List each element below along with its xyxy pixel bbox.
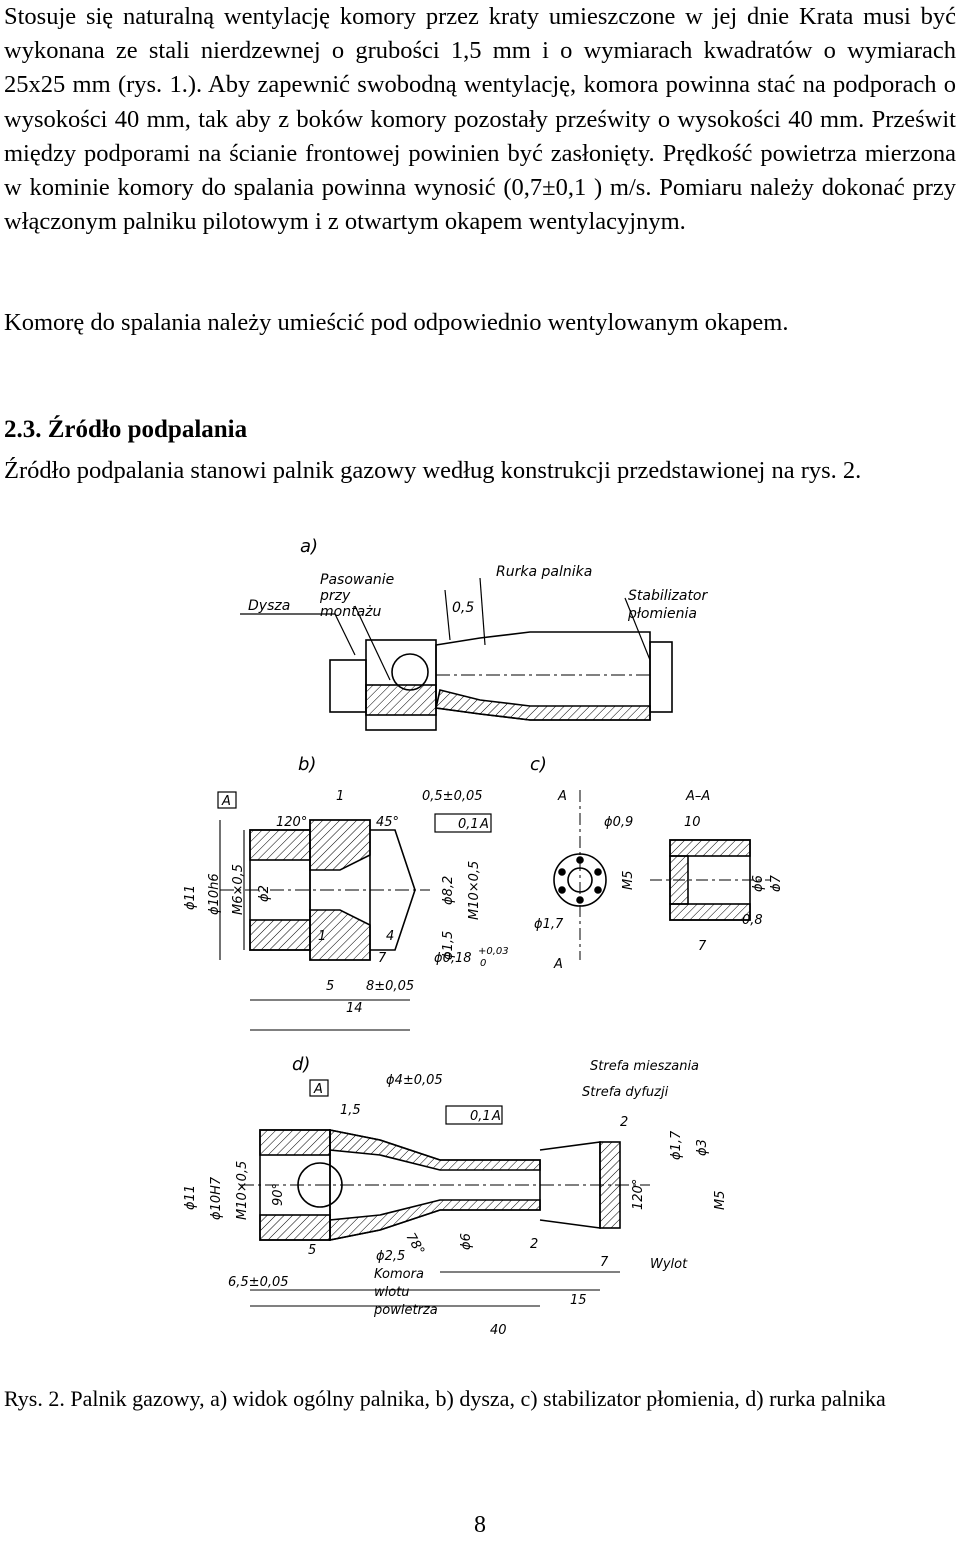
d-powietrza: powietrza — [373, 1303, 438, 1318]
b-dim-8: 8±0,05 — [366, 979, 414, 994]
c-dia-09: ϕ0,9 — [604, 815, 633, 830]
b-dia-82: ϕ8,2 — [441, 876, 456, 905]
d-komora: Komora — [374, 1267, 424, 1282]
panel-b-label: b) — [298, 754, 316, 775]
c-dia-17: ϕ1,7 — [534, 917, 564, 932]
c-dia-7: ϕ7 — [769, 874, 780, 892]
c-section-aa: A–A — [685, 789, 710, 804]
d-dim-5: 5 — [308, 1243, 316, 1258]
c-dim-7: 7 — [698, 939, 707, 954]
label-0-5: 0,5 — [452, 600, 474, 616]
b-dia-11: ϕ11 — [183, 885, 198, 910]
d-dia-4: ϕ4±0,05 — [386, 1073, 443, 1088]
label-rurka-palnika: Rurka palnika — [496, 564, 592, 580]
d-dim-40: 40 — [490, 1323, 507, 1338]
d-strefa-mieszania: Strefa mieszania — [590, 1059, 699, 1074]
b-dim-14: 14 — [346, 1001, 363, 1016]
b-angle-45: 45° — [376, 815, 399, 830]
label-dysza: Dysza — [248, 598, 290, 614]
panel-d-label: d) — [292, 1054, 310, 1075]
panel-b — [217, 791, 492, 1031]
caption-text: Palnik gazowy, a) widok ogólny palnika, … — [70, 1386, 886, 1411]
d-dim-65: 6,5±0,05 — [228, 1275, 289, 1290]
b-m10: M10×0,5 — [467, 861, 482, 920]
d-dim-7: 7 — [600, 1255, 609, 1270]
b-angle-120: 120° — [276, 815, 307, 830]
panel-a — [240, 577, 673, 731]
caption-prefix: Rys. 2. — [4, 1386, 65, 1411]
d-dia-25: ϕ2,5 — [376, 1249, 405, 1264]
panel-c-label: c) — [530, 754, 547, 775]
paragraph-ventilation: Stosuje się naturalną wentylację komory … — [4, 3, 956, 236]
b-tol-01: 0,1 — [458, 817, 479, 832]
b-dia-018: ϕ0,18 — [434, 951, 472, 966]
d-wylot: Wylot — [650, 1257, 688, 1272]
d-m5: M5 — [713, 1191, 728, 1211]
d-tol-ref: A — [491, 1109, 501, 1124]
panel-d-labels: d) Strefa mieszania Strefa dyfuzji A ϕ4±… — [183, 1054, 728, 1338]
page-number: 8 — [474, 1512, 486, 1538]
d-strefa-dyfuzji: Strefa dyfuzji — [582, 1085, 669, 1100]
c-section-a-bottom: A — [553, 957, 563, 972]
d-datum-a: A — [313, 1082, 323, 1097]
b-dim-05: 0,5±0,05 — [422, 789, 483, 804]
c-dia-6: ϕ6 — [751, 875, 766, 892]
d-dia-6: ϕ6 — [459, 1233, 474, 1250]
d-angle-78: 78° — [403, 1231, 428, 1258]
b-m6: M6×0,5 — [231, 864, 246, 915]
section-heading: 2.3. Źródło podpalania — [4, 416, 248, 443]
c-dim-08: 0,8 — [742, 913, 763, 928]
c-m5: M5 — [621, 871, 636, 891]
d-angle-120: 120° — [631, 1179, 646, 1210]
b-tol-lower: 0 — [480, 958, 486, 969]
label-pasowanie: Pasowanie — [320, 572, 394, 588]
b-tol-upper: +0,03 — [478, 946, 509, 957]
d-dim-2-top: 2 — [620, 1115, 628, 1130]
label-przy: przy — [319, 588, 351, 604]
b-dim-1b: 1 — [318, 929, 326, 944]
b-dia-10h6: ϕ10h6 — [207, 873, 222, 915]
paragraph-hood: Komorę do spalania należy umieścić pod o… — [4, 309, 789, 336]
b-dim-1: 1 — [336, 789, 344, 804]
b-datum-a: A — [221, 794, 231, 809]
d-dia-10h7: ϕ10H7 — [209, 1176, 224, 1220]
b-dia-2: ϕ2 — [257, 885, 272, 902]
c-section-a-top: A — [557, 789, 567, 804]
b-dia-15: ϕ1,5 — [441, 931, 456, 960]
d-wlotu: wlotu — [374, 1285, 410, 1300]
panel-d — [240, 1079, 650, 1307]
paragraph-ignition-source: Źródło podpalania stanowi palnik gazowy … — [4, 457, 862, 484]
panel-b-labels: b) A 120° 1 0,5±0,05 45° 0,1 A ϕ11 ϕ10h6… — [183, 754, 509, 1016]
b-dim-4: 4 — [386, 929, 394, 944]
d-angle-90: 90° — [271, 1183, 286, 1206]
label-stabilizator: Stabilizator — [628, 588, 708, 604]
panel-a-label: a) — [300, 536, 318, 557]
figure-burner-drawing: a) Dysza Pasowanie przy montażu 0,5 Rurk… — [180, 530, 780, 1370]
technical-drawing: a) Dysza Pasowanie przy montażu 0,5 Rurk… — [183, 536, 780, 1338]
d-dia-3: ϕ3 — [695, 1139, 710, 1156]
d-dim-15: 1,5 — [340, 1103, 361, 1118]
d-dim-15: 15 — [570, 1293, 587, 1308]
label-montazu: montażu — [320, 604, 381, 620]
b-tol-ref: A — [479, 817, 489, 832]
panel-c — [553, 790, 770, 960]
d-dim-2-bottom: 2 — [530, 1237, 538, 1252]
d-m10: M10×0,5 — [235, 1161, 250, 1220]
figure-caption: Rys. 2. Palnik gazowy, a) widok ogólny p… — [4, 1384, 956, 1414]
panel-a-labels: a) Dysza Pasowanie przy montażu 0,5 Rurk… — [248, 536, 708, 622]
b-dim-5: 5 — [326, 979, 334, 994]
d-tol-01: 0,1 — [470, 1109, 491, 1124]
b-dim-7: 7 — [378, 951, 387, 966]
d-dia-17: ϕ1,7 — [669, 1130, 684, 1160]
panel-c-labels: c) A A–A ϕ0,9 10 M5 ϕ6 ϕ7 ϕ1,7 A 0,8 7 — [530, 754, 780, 972]
label-plomienia: płomienia — [627, 606, 697, 622]
d-dia-11: ϕ11 — [183, 1185, 198, 1210]
c-dim-10: 10 — [684, 815, 701, 830]
